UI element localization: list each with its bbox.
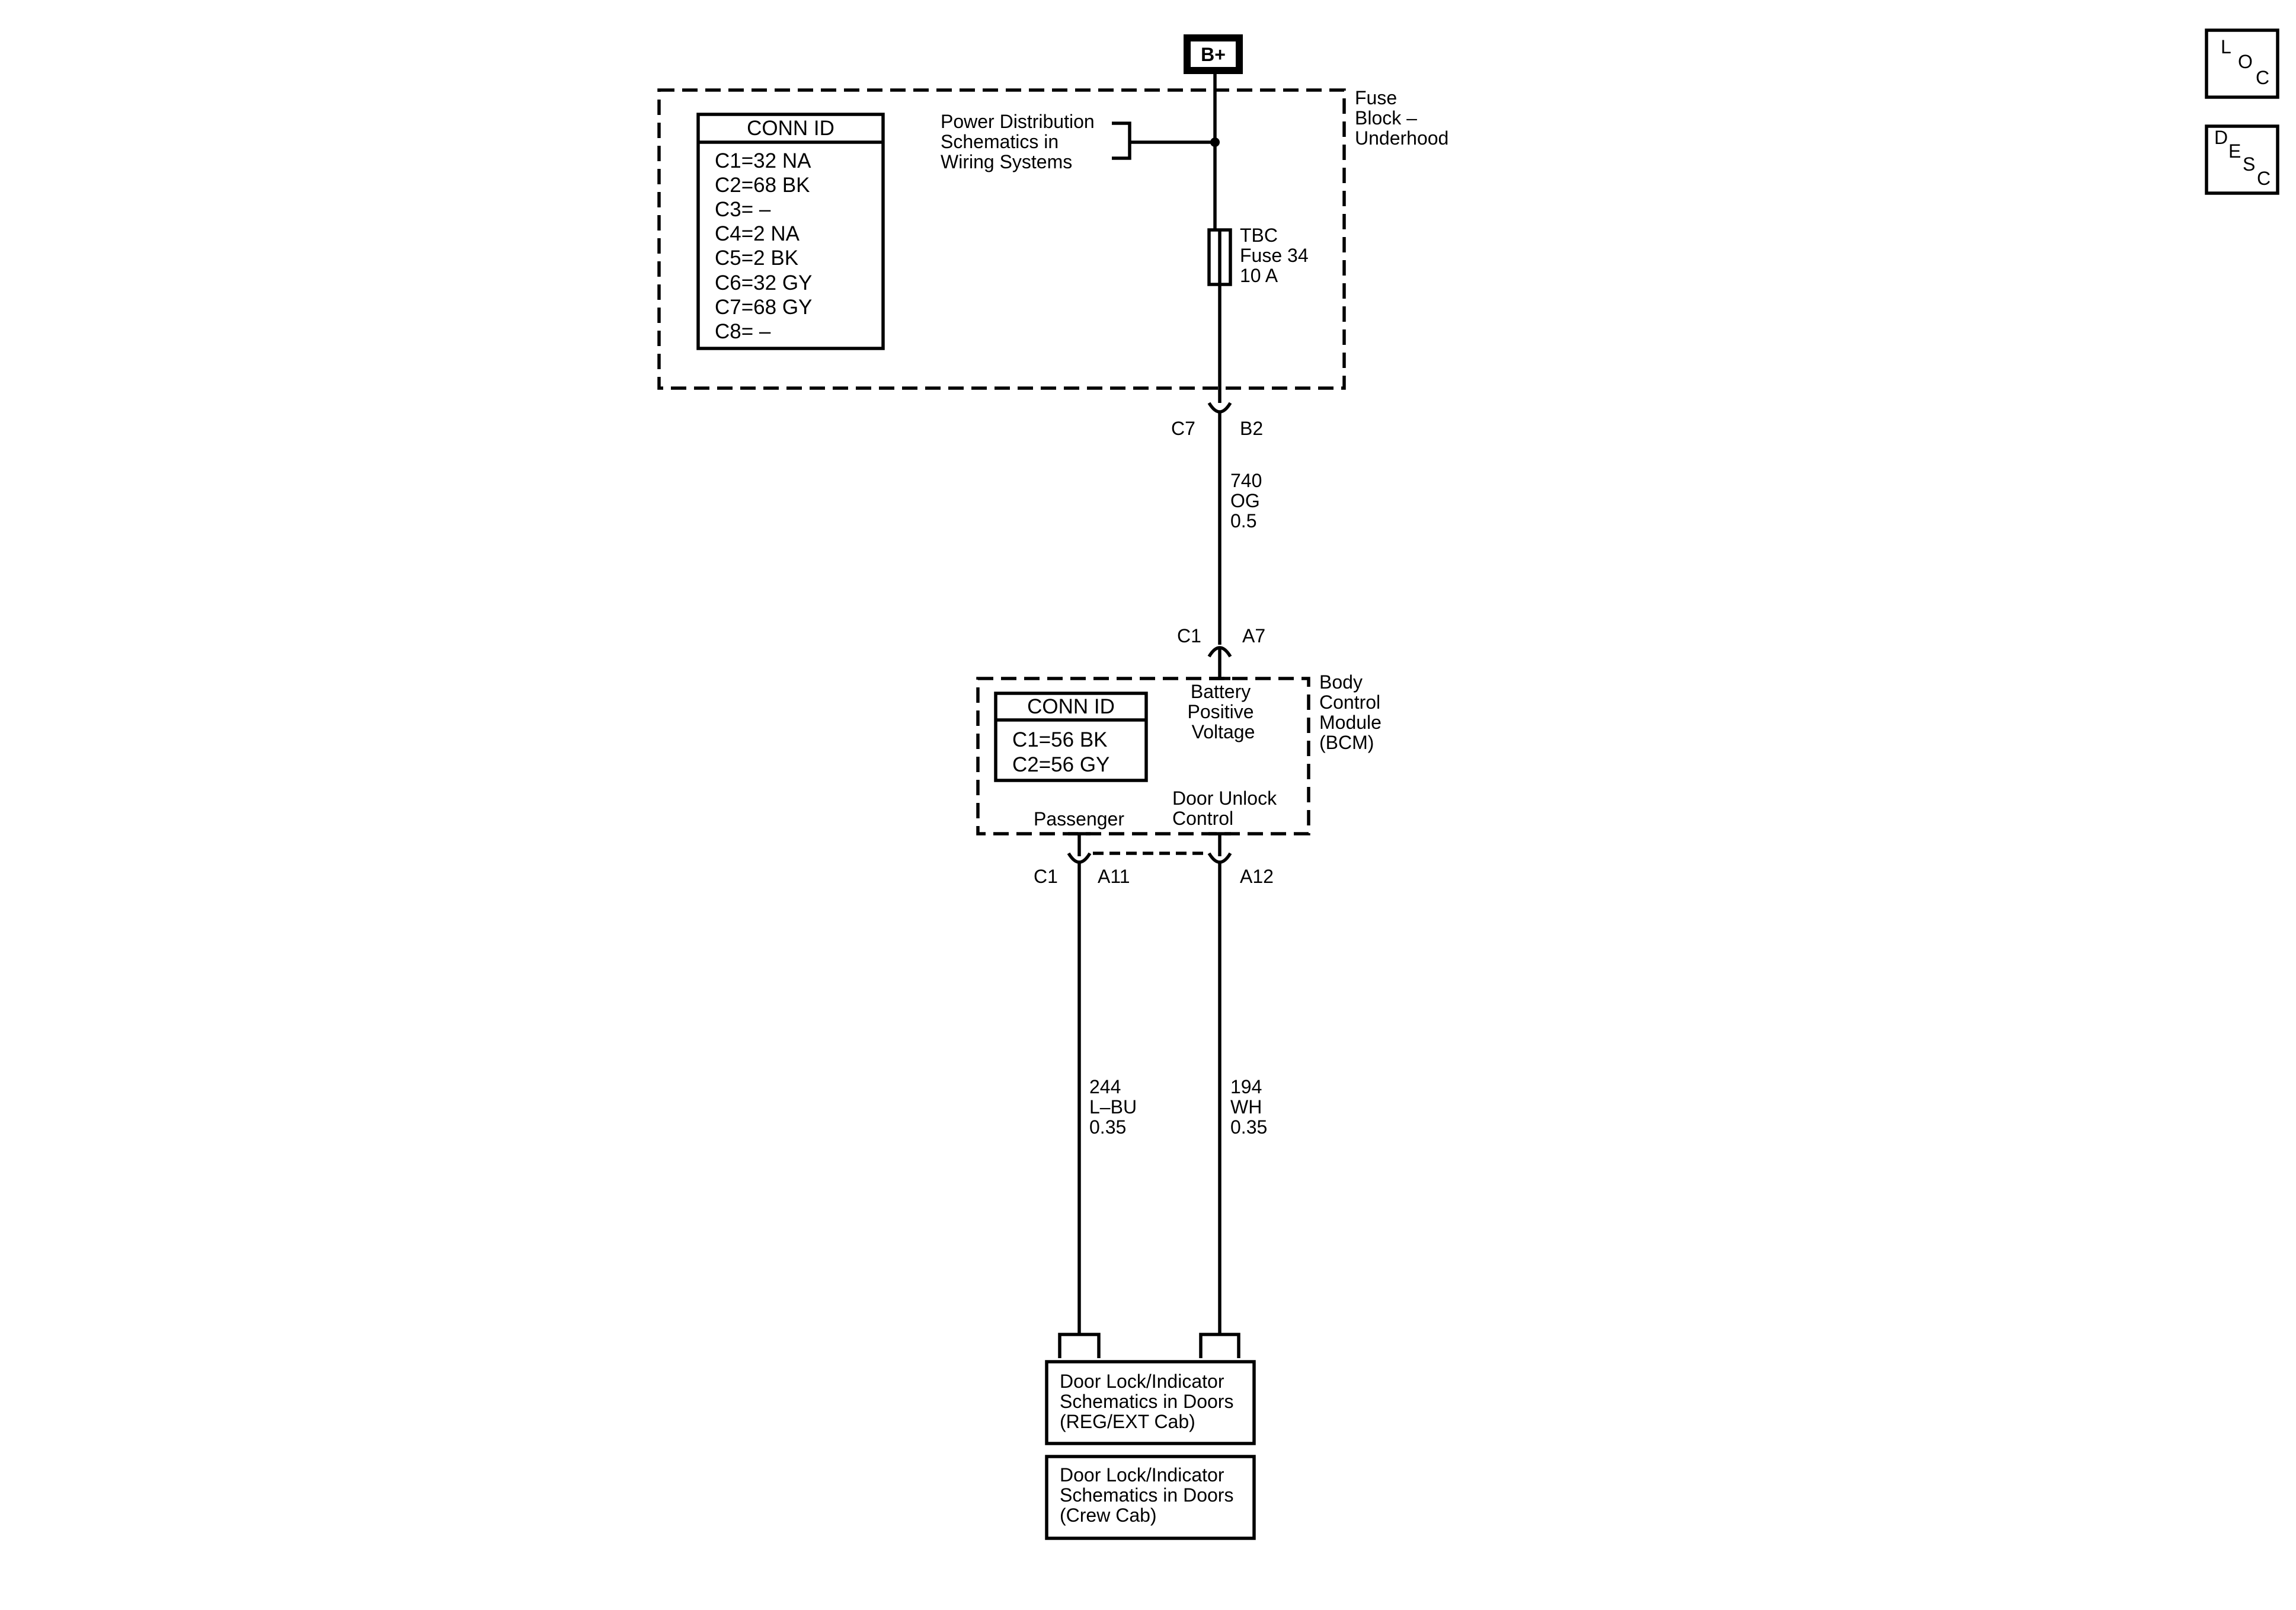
conn-id-row: C1=56 BK <box>1012 728 1108 751</box>
passenger-label: Passenger <box>1034 808 1124 830</box>
fuse-block-conn-id-table: CONN ID C1=32 NA C2=68 BK C3= – C4=2 NA … <box>696 113 885 350</box>
conn-id-row: C1=32 NA <box>715 149 811 172</box>
svg-text:L: L <box>2221 36 2231 57</box>
connector-c1-a7 <box>1207 646 1232 680</box>
svg-text:C: C <box>2256 67 2269 88</box>
loc-button[interactable]: L O C <box>2205 28 2279 99</box>
fuse-34 <box>1207 228 1232 286</box>
pin-a12-label: A12 <box>1240 866 1274 887</box>
connector-c7-label: C7 <box>1171 418 1195 439</box>
bcm-conn-id-table: CONN ID C1=56 BK C2=56 GY <box>994 692 1148 782</box>
bcm-boundary <box>976 677 1310 836</box>
conn-id-title: CONN ID <box>1027 695 1115 718</box>
battery-positive-label: B+ <box>1201 44 1226 65</box>
wire-740-label: 740 OG 0.5 <box>1230 470 1267 532</box>
wire-244-terminal <box>1058 1333 1101 1358</box>
desc-button[interactable]: D E S C <box>2205 124 2279 195</box>
wire-194-label: 194 WH 0.35 <box>1230 1076 1267 1138</box>
connector-c1-a11 <box>1067 832 1092 864</box>
pin-a7-label: A7 <box>1242 625 1265 646</box>
svg-text:S: S <box>2243 153 2255 175</box>
conn-id-row: C8= – <box>715 320 771 343</box>
svg-text:Door Lock/Indicator Sche: Door Lock/Indicator Schematics in Doors … <box>1060 1371 1239 1432</box>
connector-c1-label: C1 <box>1177 625 1201 646</box>
pin-a11-label: A11 <box>1098 866 1130 887</box>
battery-positive-terminal: B+ <box>1184 34 1243 74</box>
wire-244-label: 244 L–BU 0.35 <box>1089 1076 1142 1138</box>
door-lock-reference-crew-cab[interactable]: Door Lock/Indicator Schematics in Doors … <box>1045 1455 1256 1540</box>
power-distribution-reference[interactable]: Power Distribution Schematics in Wiring … <box>941 111 1220 172</box>
pin-b2-label: B2 <box>1240 418 1263 439</box>
conn-id-row: C6=32 GY <box>715 271 812 295</box>
connector-c7-b2 <box>1207 402 1232 422</box>
door-lock-reference-reg-ext-cab[interactable]: Door Lock/Indicator Schematics in Doors … <box>1045 1360 1256 1445</box>
connector-c1-a12 <box>1207 832 1232 864</box>
conn-id-row: C7=68 GY <box>715 296 812 319</box>
svg-text:Power Distribution Schem: Power Distribution Schematics in Wiring … <box>941 111 1100 172</box>
svg-text:Door Lock/Indicator Sche: Door Lock/Indicator Schematics in Doors … <box>1060 1464 1239 1526</box>
conn-id-row: C2=56 GY <box>1012 753 1109 776</box>
battery-positive-voltage-label: Battery Positive Voltage <box>1188 681 1259 742</box>
svg-text:D: D <box>2214 127 2228 148</box>
fuse-block-boundary <box>657 88 1346 390</box>
conn-id-row: C2=68 BK <box>715 174 810 197</box>
connector-c1-label: C1 <box>1034 866 1058 887</box>
wire-194-terminal <box>1199 1333 1240 1358</box>
svg-text:E: E <box>2228 140 2241 162</box>
fuse-label: TBC Fuse 34 10 A <box>1240 225 1314 286</box>
conn-id-row: C3= – <box>715 198 771 221</box>
conn-id-title: CONN ID <box>747 117 834 140</box>
conn-id-row: C5=2 BK <box>715 247 798 270</box>
fuse-block-label: Fuse Block – Underhood <box>1355 87 1448 149</box>
door-unlock-control-label: Door Unlock Control <box>1172 788 1282 829</box>
svg-text:O: O <box>2238 51 2253 72</box>
bcm-label: Body Control Module (BCM) <box>1319 671 1387 753</box>
conn-id-row: C4=2 NA <box>715 222 800 245</box>
svg-text:C: C <box>2257 168 2271 189</box>
splice-dot <box>1210 137 1220 147</box>
